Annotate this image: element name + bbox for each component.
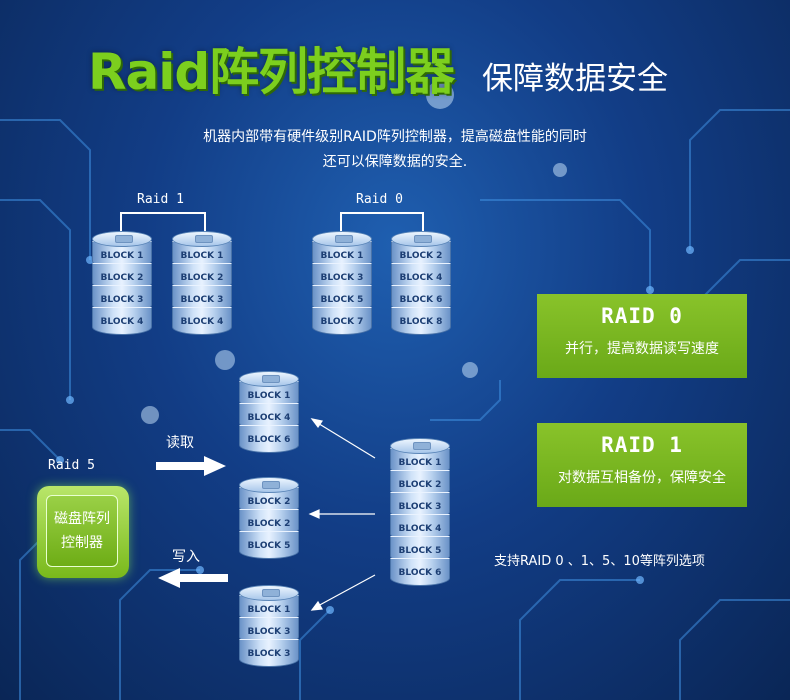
raid-controller-box: 磁盘阵列 控制器: [37, 486, 129, 578]
page-subtitle: 保障数据安全: [482, 61, 668, 97]
controller-line-1: 磁盘阵列: [54, 511, 110, 527]
disk-cap: [92, 231, 152, 247]
disk-block: BLOCK 8: [391, 307, 451, 335]
raid1-info-desc: 对数据互相备份，保障安全: [558, 470, 726, 486]
raid5-label: Raid 5: [48, 458, 95, 473]
write-arrow-icon: [158, 568, 228, 588]
disk-block: BLOCK 6: [390, 558, 450, 586]
raid0-info-title: RAID 0: [601, 304, 683, 328]
disk-cap: [172, 231, 232, 247]
page-title: Raid阵列控制器: [88, 43, 455, 101]
raid0-disk-stack: BLOCK 2 BLOCK 4 BLOCK 6 BLOCK 8: [391, 231, 451, 335]
disk-block: BLOCK 3: [239, 639, 299, 667]
raid0-info-desc: 并行，提高数据读写速度: [565, 341, 719, 357]
disk-cap: [239, 477, 299, 493]
disk-cap: [312, 231, 372, 247]
raid0-info-box: RAID 0 并行，提高数据读写速度: [537, 294, 747, 378]
raid1-info-box: RAID 1 对数据互相备份，保障安全: [537, 423, 747, 507]
disk-block: BLOCK 4: [92, 307, 152, 335]
disk-block: BLOCK 6: [239, 425, 299, 453]
raid1-disk-stack: BLOCK 1 BLOCK 2 BLOCK 3 BLOCK 4: [92, 231, 152, 335]
raid5-disk-stack: BLOCK 1 BLOCK 3 BLOCK 3: [239, 585, 299, 667]
raid0-bracket: [340, 212, 424, 236]
raid1-bracket: [120, 212, 206, 236]
read-arrow-icon: [156, 456, 226, 476]
disk-cap: [239, 371, 299, 387]
raid1-info-title: RAID 1: [601, 433, 683, 457]
raid1-disk-stack: BLOCK 1 BLOCK 2 BLOCK 3 BLOCK 4: [172, 231, 232, 335]
disk-cap: [391, 231, 451, 247]
disk-block: BLOCK 7: [312, 307, 372, 335]
controller-line-2: 控制器: [61, 535, 103, 551]
write-label: 写入: [172, 549, 200, 565]
description-line-1: 机器内部带有硬件级别RAID阵列控制器，提高磁盘性能的同时: [203, 129, 587, 145]
disk-block: BLOCK 4: [172, 307, 232, 335]
read-label: 读取: [166, 435, 194, 451]
disk-cap: [390, 438, 450, 454]
disk-cap: [239, 585, 299, 601]
raid0-label: Raid 0: [356, 192, 403, 207]
disk-block: BLOCK 5: [239, 531, 299, 559]
description-line-2: 还可以保障数据的安全.: [322, 154, 468, 170]
raid1-label: Raid 1: [137, 192, 184, 207]
raid5-main-disk-stack: BLOCK 1 BLOCK 2 BLOCK 3 BLOCK 4 BLOCK 5 …: [390, 438, 450, 586]
raid5-disk-stack: BLOCK 2 BLOCK 2 BLOCK 5: [239, 477, 299, 559]
support-text: 支持RAID 0 、1、5、10等阵列选项: [494, 554, 705, 569]
raid0-disk-stack: BLOCK 1 BLOCK 3 BLOCK 5 BLOCK 7: [312, 231, 372, 335]
raid5-disk-stack: BLOCK 1 BLOCK 4 BLOCK 6: [239, 371, 299, 453]
raid5-connector-arrows: [308, 418, 376, 611]
raid-controller-label: 磁盘阵列 控制器: [46, 495, 118, 567]
